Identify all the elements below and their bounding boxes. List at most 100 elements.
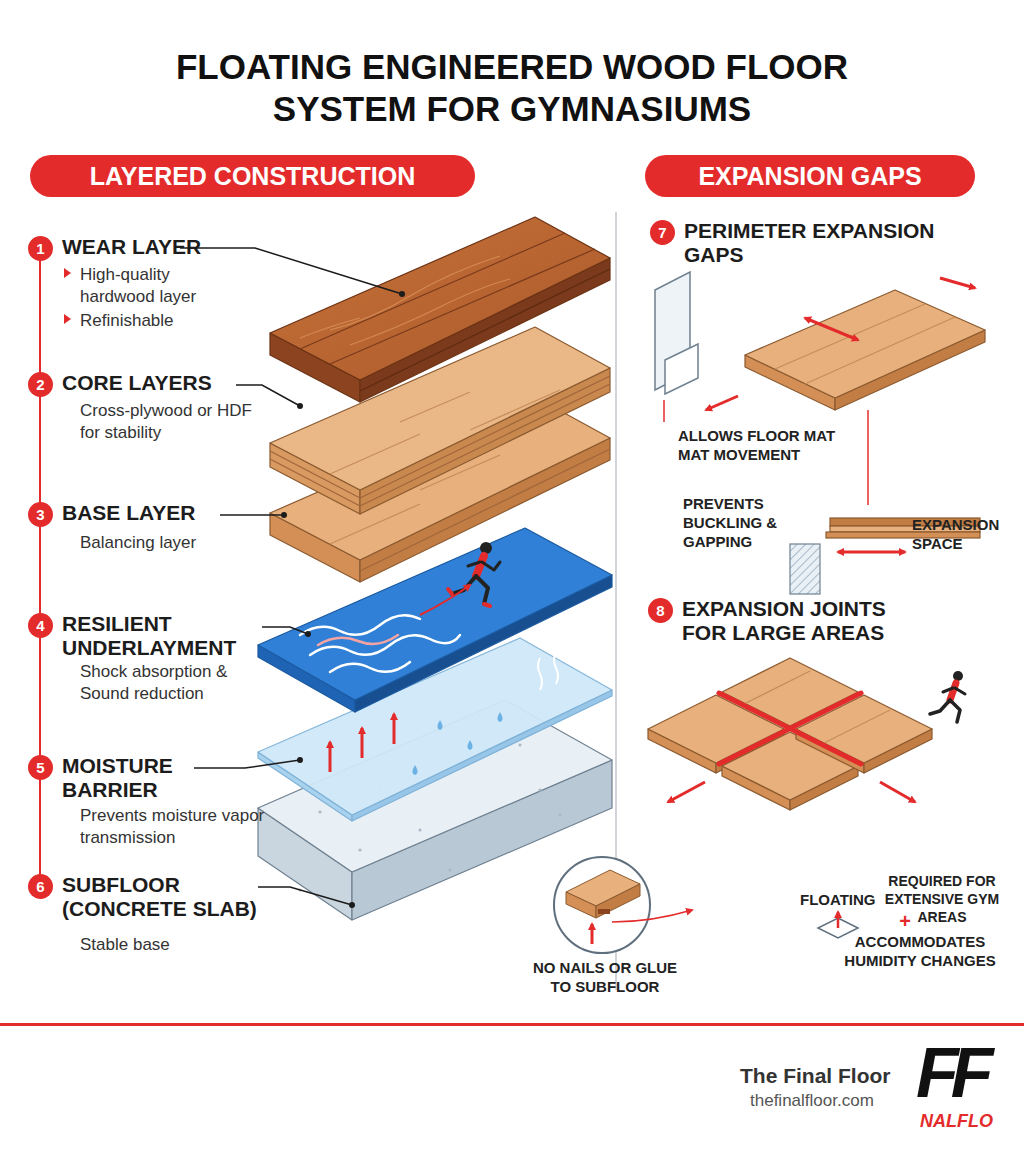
- motion-arrow: [420, 585, 470, 615]
- item-heading: CORE LAYERS: [62, 371, 272, 395]
- leader-dot: [297, 403, 303, 409]
- movement-arrow: [664, 278, 975, 505]
- layer-callout: 7 PERIMETER EXPANSION GAPS: [650, 220, 990, 280]
- layer-callout: 8 EXPANSION JOINTS FOR LARGE AREAS: [648, 598, 938, 658]
- motion-arrow: [420, 585, 470, 615]
- runner-figure: [448, 542, 500, 606]
- concrete-slab: [359, 849, 362, 852]
- annotation-text: REQUIRED FOR EXTENSIVE GYM AREAS: [866, 872, 1018, 926]
- movement-arrow: [805, 318, 858, 340]
- core-layers: [360, 384, 610, 506]
- expansion-arrow: [838, 551, 905, 554]
- floating-icon: [837, 912, 840, 928]
- concrete-slab: [539, 789, 542, 792]
- spine-line: [39, 250, 41, 888]
- bullet-marker: [64, 314, 71, 324]
- joint-arrow: [880, 782, 915, 802]
- callout-number: 8: [648, 598, 673, 623]
- floating-detail: [566, 892, 596, 918]
- runner-figure: [930, 671, 965, 722]
- layer-callout: 1WEAR LAYERHigh-quality hardwood layerRe…: [28, 236, 258, 346]
- runner-figure: [448, 589, 452, 594]
- joint-arrow: [668, 782, 705, 802]
- item-heading: MOISTURE BARRIER: [62, 754, 212, 802]
- core-layers: [360, 376, 610, 498]
- runner-figure: [452, 576, 476, 594]
- concrete-slab: [449, 869, 452, 872]
- callout-number: 1: [28, 236, 53, 261]
- callout-number: 7: [650, 220, 675, 245]
- annotation-text: NO NAILS OR GLUE TO SUBFLOOR: [525, 958, 685, 996]
- callout-number: 6: [28, 874, 53, 899]
- item-heading: EXPANSION JOINTS FOR LARGE AREAS: [682, 597, 917, 645]
- runner-figure: [476, 576, 488, 604]
- shock-waves: [300, 615, 460, 672]
- leader-line: [180, 248, 402, 294]
- leader-dot: [305, 631, 311, 637]
- layer-callout: 2CORE LAYERSCross-plywood or HDF for sta…: [28, 372, 258, 452]
- callout-number: 2: [28, 372, 53, 397]
- concrete-slab: [319, 811, 322, 814]
- floating-detail: [554, 857, 650, 953]
- section-detail: [790, 544, 820, 594]
- movement-arrow: [867, 410, 869, 505]
- moisture-arrows: [393, 714, 396, 744]
- floating-detail: [612, 910, 692, 922]
- callout-number: 3: [28, 502, 53, 527]
- leader-dot: [399, 291, 405, 297]
- leader-dot: [281, 291, 405, 908]
- item-heading: RESILIENT UNDERLAYMENT: [62, 612, 262, 660]
- layer-callout: 4RESILIENT UNDERLAYMENTShock absorption …: [28, 613, 258, 723]
- moisture-arrows: [329, 742, 332, 772]
- joint-gap: [719, 693, 861, 764]
- callout-number: 4: [28, 613, 53, 638]
- runner-figure: [930, 700, 950, 714]
- core-layers: [330, 434, 420, 474]
- water-drops: [413, 765, 418, 775]
- item-description: High-quality hardwood layer: [80, 264, 230, 308]
- logo-mark: FF: [916, 1034, 1024, 1112]
- floating-detail: [554, 857, 692, 953]
- wear-layer: [300, 233, 565, 349]
- annotation-text: EXPANSION SPACE: [912, 515, 1017, 553]
- item-heading: SUBFLOOR (CONCRETE SLAB): [62, 873, 274, 921]
- leader-dot: [297, 757, 303, 763]
- runner-figure: [943, 688, 953, 692]
- annotation-text: ACCOMMODATES HUMIDITY CHANGES: [830, 932, 1010, 970]
- water-drops: [468, 740, 473, 750]
- wear-layer: [300, 318, 360, 338]
- runner-figure: [468, 562, 480, 566]
- leader-line: [194, 760, 300, 768]
- item-description: Refinishable: [80, 310, 230, 332]
- core-layers: [400, 392, 470, 422]
- item-description: Cross-plywood or HDF for stability: [80, 400, 255, 444]
- layer-callout: 3BASE LAYERBalancing layer: [28, 502, 258, 562]
- header-text: LAYERED CONSTRUCTION: [30, 155, 475, 197]
- item-description: Prevents moisture vapor transmission: [80, 805, 265, 849]
- item-heading: PERIMETER EXPANSION GAPS: [684, 219, 984, 267]
- vapor-lines: [554, 652, 558, 684]
- annotation-text: FLOATING: [800, 890, 880, 909]
- movement-arrow: [706, 396, 738, 410]
- brand-name: The Final Floor: [740, 1063, 925, 1089]
- runner-figure: [950, 700, 960, 722]
- water-drops: [438, 720, 443, 730]
- annotation-text: PREVENTS BUCKLING & GAPPING: [683, 494, 783, 551]
- header-text: EXPANSION GAPS: [645, 155, 975, 197]
- moisture-arrows: [330, 714, 394, 772]
- moisture-arrows: [361, 728, 364, 758]
- wall: [655, 272, 698, 394]
- leader-dot: [349, 902, 355, 908]
- item-description: Shock absorption & Sound reduction: [80, 661, 260, 705]
- bullet-marker: [64, 268, 71, 324]
- floor-tiles: [820, 710, 890, 745]
- joint-arrow: [668, 782, 915, 802]
- vapor-lines: [538, 658, 542, 690]
- runner-figure: [950, 683, 956, 700]
- core-layers: [270, 451, 360, 498]
- runner-figure: [955, 688, 965, 694]
- spine-line: [40, 250, 41, 888]
- layer-callout: 6SUBFLOOR (CONCRETE SLAB)Stable base: [28, 874, 268, 964]
- plus-sign: +: [890, 911, 920, 931]
